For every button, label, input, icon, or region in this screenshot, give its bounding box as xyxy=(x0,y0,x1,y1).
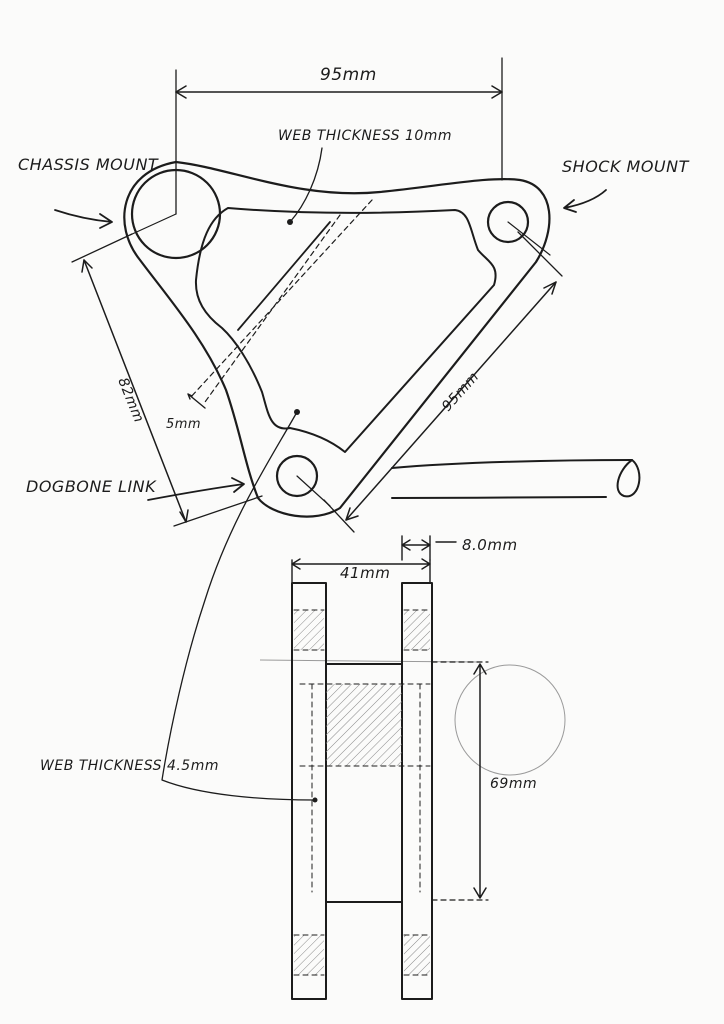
hatch-right-bottom xyxy=(404,935,430,975)
dim-top-width xyxy=(175,57,503,215)
dim-spacer-height xyxy=(431,661,489,901)
label-plate-thickness: 8.0mm xyxy=(462,536,518,554)
dogbone-hole xyxy=(275,454,319,498)
web-divider xyxy=(237,221,331,331)
dim-overall-width xyxy=(291,558,431,583)
label-web-thickness-bottom: WEB THICKNESS 4.5mm xyxy=(40,758,219,774)
arrow-chassis-mount xyxy=(54,209,113,229)
web-dot-side xyxy=(312,797,318,803)
left-plate xyxy=(291,582,327,1000)
shock-mount-hole xyxy=(486,200,530,244)
leader-web-top xyxy=(289,147,323,223)
web-dash-1 xyxy=(189,199,373,399)
dogbone-link-rod xyxy=(391,459,641,499)
label-left-height: 82mm xyxy=(114,376,146,426)
arrow-shock-mount xyxy=(563,189,607,213)
dim-left-height xyxy=(71,233,263,527)
hatch-spacer xyxy=(326,684,402,766)
web-dash-2 xyxy=(204,214,341,403)
hatch-right-top xyxy=(404,610,430,650)
hatch-left-top xyxy=(294,610,324,650)
label-overall-width: 41mm xyxy=(340,564,390,582)
arrow-dogbone-link xyxy=(147,477,245,501)
dim-plate-thickness xyxy=(401,535,457,561)
label-shock-mount: SHOCK MOUNT xyxy=(562,157,690,176)
spacer-block xyxy=(299,663,431,903)
leader-web-bottom xyxy=(161,411,315,801)
label-web-thickness-top: WEB THICKNESS 10mm xyxy=(278,128,452,144)
label-top-width: 95mm xyxy=(320,65,377,85)
label-spacer-height: 69mm xyxy=(490,776,537,792)
ghost-circle xyxy=(454,664,566,776)
rocker-outer-outline xyxy=(123,160,551,518)
rocker-plate xyxy=(123,160,551,518)
hatch-left-bottom xyxy=(294,935,324,975)
right-plate xyxy=(401,582,433,1000)
dim-inset xyxy=(187,393,206,409)
dim-diagonal xyxy=(323,231,563,533)
label-chassis-mount: CHASSIS MOUNT xyxy=(18,155,159,174)
label-inset: 5mm xyxy=(166,417,201,432)
rocker-inner-pocket xyxy=(194,207,497,453)
label-dogbone-link: DOGBONE LINK xyxy=(26,477,157,496)
